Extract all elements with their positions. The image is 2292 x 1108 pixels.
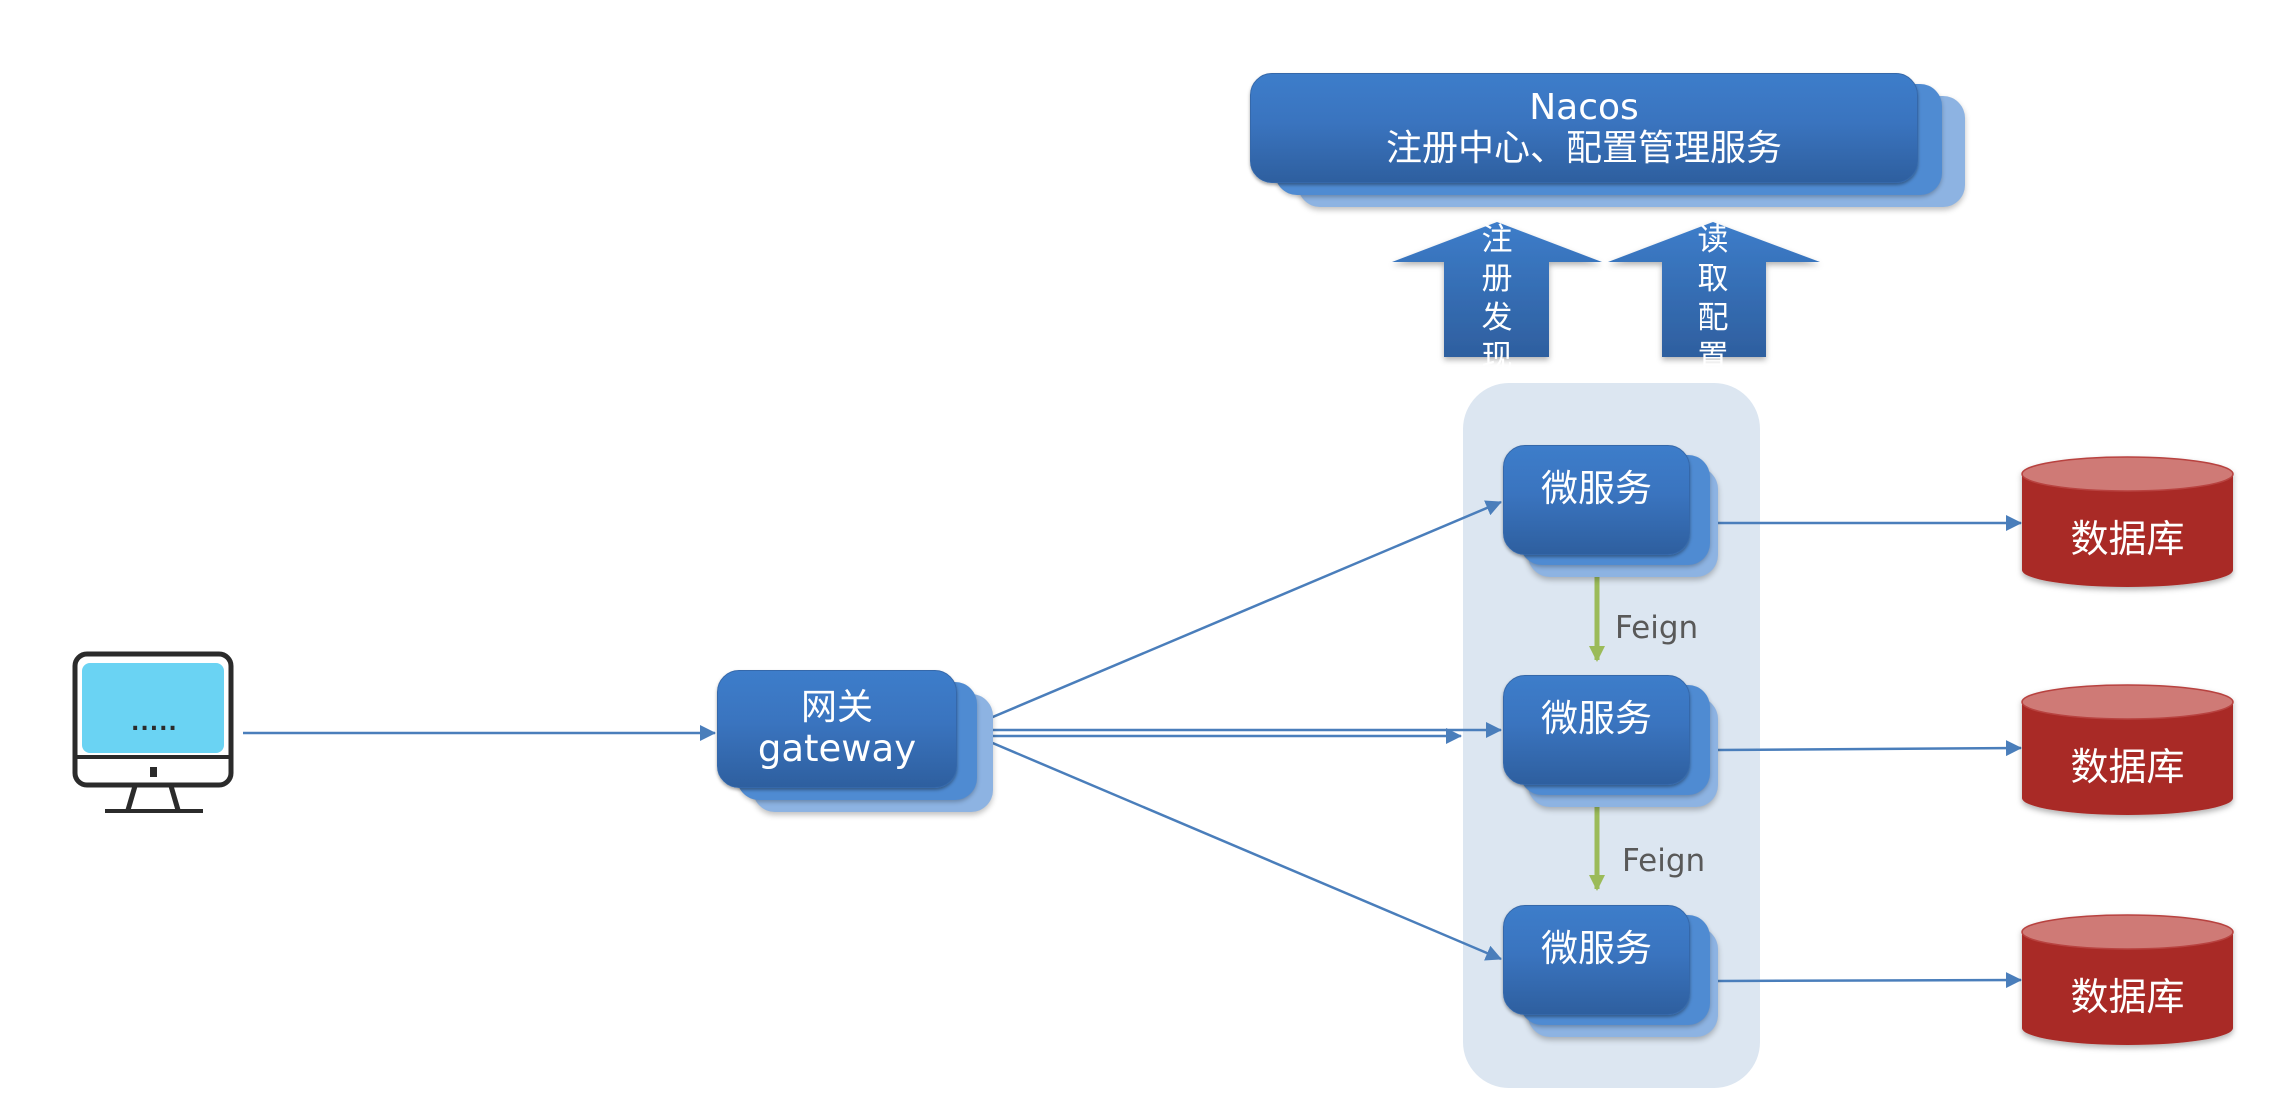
gateway-to-ms1-arrow [961, 500, 1502, 732]
microservice-2-box[interactable]: 微服务 [1503, 675, 1690, 785]
database-cylinder-1 [2021, 456, 2234, 587]
read-config-label: 读取配置 [1697, 222, 1729, 375]
database-3-label: 数据库 [2070, 975, 2185, 1019]
desktop-monitor-icon [72, 651, 234, 813]
database-cylinder-3 [2021, 914, 2234, 1045]
feign-label-1: Feign [1615, 610, 1699, 646]
ms3-to-db3-arrow [1717, 972, 2022, 989]
ms2-to-db2-arrow [1717, 740, 2022, 757]
gateway-label-cn: 网关 [800, 687, 873, 729]
microservice-1-label: 微服务 [1541, 466, 1652, 510]
nacos-title: Nacos [1529, 86, 1639, 128]
database-1-label: 数据库 [2070, 517, 2185, 561]
feign-label-2: Feign [1622, 843, 1706, 879]
register-discovery-label: 注册发现 [1481, 222, 1513, 375]
microservice-3-label: 微服务 [1541, 926, 1652, 970]
gateway-label-en: gateway [757, 727, 917, 771]
nacos-server-box[interactable]: Nacos 注册中心、配置管理服务 [1250, 73, 1918, 183]
microservice-3-box[interactable]: 微服务 [1503, 905, 1690, 1015]
gateway-to-ms3-arrow [961, 728, 1502, 961]
gateway-box[interactable]: 网关 gateway [717, 670, 957, 788]
monitor-screen-dots: ..... [131, 711, 178, 736]
microservice-2-label: 微服务 [1541, 696, 1652, 740]
register-discovery-up-arrow [1392, 222, 1602, 357]
database-2-label: 数据库 [2070, 745, 2185, 789]
read-config-up-arrow [1608, 222, 1820, 357]
database-cylinder-2 [2021, 684, 2234, 815]
nacos-subtitle: 注册中心、配置管理服务 [1385, 128, 1782, 169]
microservice-1-box[interactable]: 微服务 [1503, 445, 1690, 555]
